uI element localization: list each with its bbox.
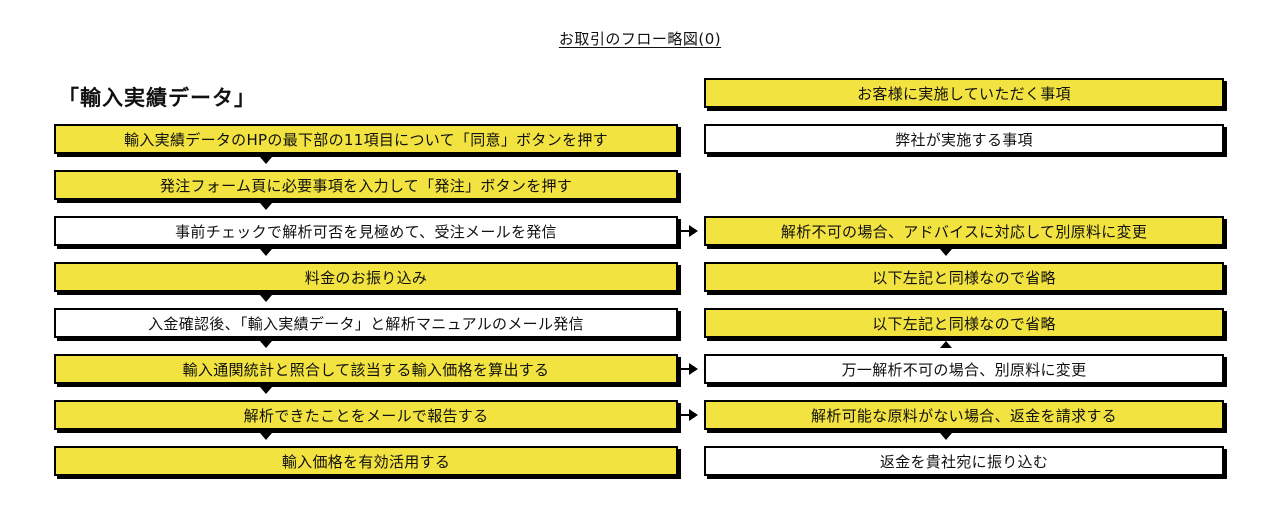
left-step-7: 解析できたことをメールで報告する bbox=[54, 400, 678, 430]
arrow-down-icon bbox=[260, 387, 272, 394]
arrow-down-icon bbox=[260, 433, 272, 440]
right-step-6: 返金を貴社宛に振り込む bbox=[704, 446, 1224, 476]
right-step-3: 以下左記と同様なので省略 bbox=[704, 308, 1224, 338]
page-title: お取引のフロー略図(0) bbox=[558, 30, 722, 48]
arrow-down-icon bbox=[260, 341, 272, 348]
legend-company: 弊社が実施する事項 bbox=[704, 124, 1224, 154]
arrow-down-icon bbox=[260, 249, 272, 256]
arrow-right-icon bbox=[689, 225, 698, 237]
left-step-3: 事前チェックで解析可否を見極めて、受注メールを発信 bbox=[54, 216, 678, 246]
arrow-down-icon bbox=[260, 157, 272, 164]
legend-customer: お客様に実施していただく事項 bbox=[704, 78, 1224, 108]
right-step-5: 解析可能な原料がない場合、返金を請求する bbox=[704, 400, 1224, 430]
connector-line bbox=[681, 414, 689, 416]
arrow-right-icon bbox=[689, 409, 698, 421]
left-step-1: 輸入実績データのHPの最下部の11項目について「同意」ボタンを押す bbox=[54, 124, 678, 154]
section-heading: 「輸入実績データ」 bbox=[58, 86, 256, 110]
arrow-down-icon bbox=[940, 433, 952, 440]
arrow-down-icon bbox=[260, 203, 272, 210]
right-step-1: 解析不可の場合、アドバイスに対応して別原料に変更 bbox=[704, 216, 1224, 246]
arrow-right-icon bbox=[689, 363, 698, 375]
connector-line bbox=[681, 230, 689, 232]
left-step-5: 入金確認後、「輸入実績データ」と解析マニュアルのメール発信 bbox=[54, 308, 678, 338]
right-step-2: 以下左記と同様なので省略 bbox=[704, 262, 1224, 292]
arrow-down-icon bbox=[260, 295, 272, 302]
arrow-down-icon bbox=[940, 249, 952, 256]
arrow-up-icon bbox=[940, 341, 952, 348]
left-step-6: 輸入通関統計と照合して該当する輸入価格を算出する bbox=[54, 354, 678, 384]
left-step-8: 輸入価格を有効活用する bbox=[54, 446, 678, 476]
left-step-2: 発注フォーム頁に必要事項を入力して「発注」ボタンを押す bbox=[54, 170, 678, 200]
right-step-4: 万一解析不可の場合、別原料に変更 bbox=[704, 354, 1224, 384]
left-step-4: 料金のお振り込み bbox=[54, 262, 678, 292]
connector-line bbox=[681, 368, 689, 370]
